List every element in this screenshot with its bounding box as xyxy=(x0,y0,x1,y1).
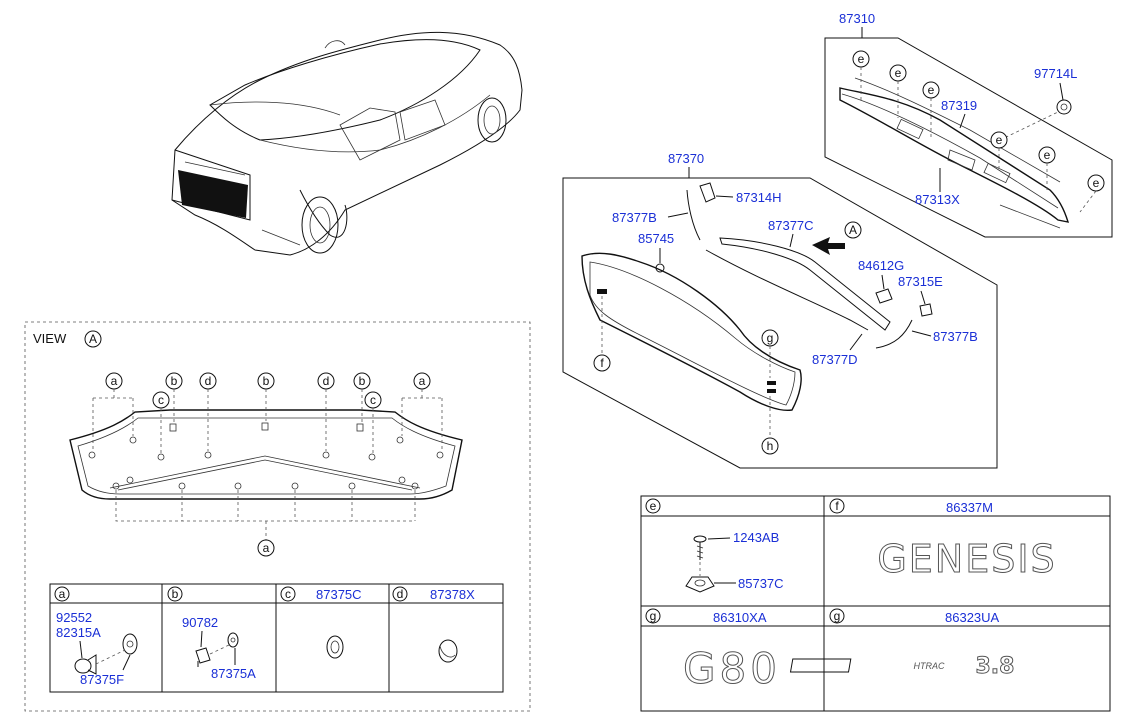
part-87315E[interactable]: 87315E xyxy=(898,274,943,289)
callout-a-left: a xyxy=(92,372,134,450)
part-87377B-right[interactable]: 87377B xyxy=(933,329,978,344)
callout-c-left: c xyxy=(152,391,170,453)
part-87378X[interactable]: 87378X xyxy=(430,587,475,602)
part-87370[interactable]: 87370 xyxy=(668,151,704,166)
callout-b-2: b xyxy=(257,372,275,421)
callout-b-3: b xyxy=(353,372,371,422)
part-87375A[interactable]: 87375A xyxy=(211,666,256,681)
svg-text:g: g xyxy=(650,609,657,623)
svg-text:a: a xyxy=(111,374,118,388)
part-85745[interactable]: 85745 xyxy=(638,231,674,246)
callout-g: g xyxy=(761,329,779,378)
part-90782[interactable]: 90782 xyxy=(182,615,218,630)
callout-b-1: b xyxy=(165,372,183,422)
part-85737C[interactable]: 85737C xyxy=(738,576,784,591)
part-87377C[interactable]: 87377C xyxy=(768,218,814,233)
htrac-emblem: HTRAC xyxy=(914,661,945,671)
garnish-assembly-87310: 87310 97714L 87319 87313X e e e e e e xyxy=(824,11,1113,238)
callout-e-1: e xyxy=(852,50,870,100)
part-87375C[interactable]: 87375C xyxy=(316,587,362,602)
vehicle-illustration xyxy=(171,31,523,256)
svg-text:c: c xyxy=(285,587,291,601)
callout-f: f xyxy=(593,296,611,372)
svg-text:a: a xyxy=(419,374,426,388)
callout-d-left: d xyxy=(199,372,217,451)
svg-text:d: d xyxy=(397,587,404,601)
svg-text:g: g xyxy=(834,609,841,623)
part-87310[interactable]: 87310 xyxy=(839,11,875,26)
svg-text:e: e xyxy=(1044,148,1051,162)
part-87314H[interactable]: 87314H xyxy=(736,190,782,205)
svg-text:e: e xyxy=(895,66,902,80)
svg-text:a: a xyxy=(263,541,270,555)
part-86323UA[interactable]: 86323UA xyxy=(945,610,1000,625)
part-82315A[interactable]: 82315A xyxy=(56,625,101,640)
svg-text:f: f xyxy=(835,499,839,513)
part-84612G[interactable]: 84612G xyxy=(858,258,904,273)
svg-text:f: f xyxy=(600,356,604,370)
callout-e-4: e xyxy=(990,131,1008,172)
part-87377B-top[interactable]: 87377B xyxy=(612,210,657,225)
callout-d-right: d xyxy=(317,372,335,451)
callout-a-right: a xyxy=(401,372,443,450)
part-87375F[interactable]: 87375F xyxy=(80,672,124,687)
view-arrow-label: A xyxy=(849,223,857,237)
svg-text:g: g xyxy=(767,331,774,345)
view-ref: A xyxy=(89,332,97,346)
svg-text:e: e xyxy=(650,499,657,513)
legend-table-right: e 1243AB 85737C f 86337M GENESIS g 86310… xyxy=(640,495,1111,712)
view-a-panel: VIEW A a b c d b d b c a xyxy=(24,321,531,712)
svg-text:b: b xyxy=(171,374,178,388)
svg-text:b: b xyxy=(359,374,366,388)
part-86337M[interactable]: 86337M xyxy=(946,500,993,515)
callout-a-bottom: a xyxy=(115,490,416,557)
part-97714L[interactable]: 97714L xyxy=(1034,66,1077,81)
callout-e-6: e xyxy=(1079,174,1105,213)
svg-text:e: e xyxy=(1093,176,1100,190)
part-1243AB[interactable]: 1243AB xyxy=(733,530,779,545)
part-87377D[interactable]: 87377D xyxy=(812,352,858,367)
part-86310XA[interactable]: 86310XA xyxy=(713,610,767,625)
displacement-emblem: 3.8 xyxy=(976,654,1015,679)
view-label: VIEW xyxy=(33,331,67,346)
callout-e-3: e xyxy=(922,81,940,140)
svg-text:d: d xyxy=(323,374,330,388)
legend-table-left: a 92552 82315A 87375F b 90782 87375A c 8… xyxy=(49,583,504,693)
svg-text:b: b xyxy=(172,587,179,601)
callout-h: h xyxy=(761,396,779,455)
part-92552[interactable]: 92552 xyxy=(56,610,92,625)
svg-text:e: e xyxy=(996,133,1003,147)
svg-text:c: c xyxy=(370,393,376,407)
part-87313X[interactable]: 87313X xyxy=(915,192,960,207)
callout-e-2: e xyxy=(889,64,907,118)
callout-c-right: c xyxy=(364,391,382,453)
part-87319[interactable]: 87319 xyxy=(941,98,977,113)
svg-text:h: h xyxy=(767,439,774,453)
svg-text:e: e xyxy=(858,52,865,66)
callout-e-5: e xyxy=(1038,146,1056,190)
view-arrow-icon xyxy=(812,237,845,255)
svg-text:b: b xyxy=(263,374,270,388)
genesis-emblem: GENESIS xyxy=(877,537,1056,581)
garnish-assembly-87370: 87370 87314H 87377B 87377C 85745 84612G … xyxy=(562,151,998,469)
svg-text:c: c xyxy=(158,393,164,407)
svg-text:e: e xyxy=(928,83,935,97)
svg-text:d: d xyxy=(205,374,212,388)
g80-emblem: G80 xyxy=(683,644,781,693)
svg-text:a: a xyxy=(59,587,66,601)
